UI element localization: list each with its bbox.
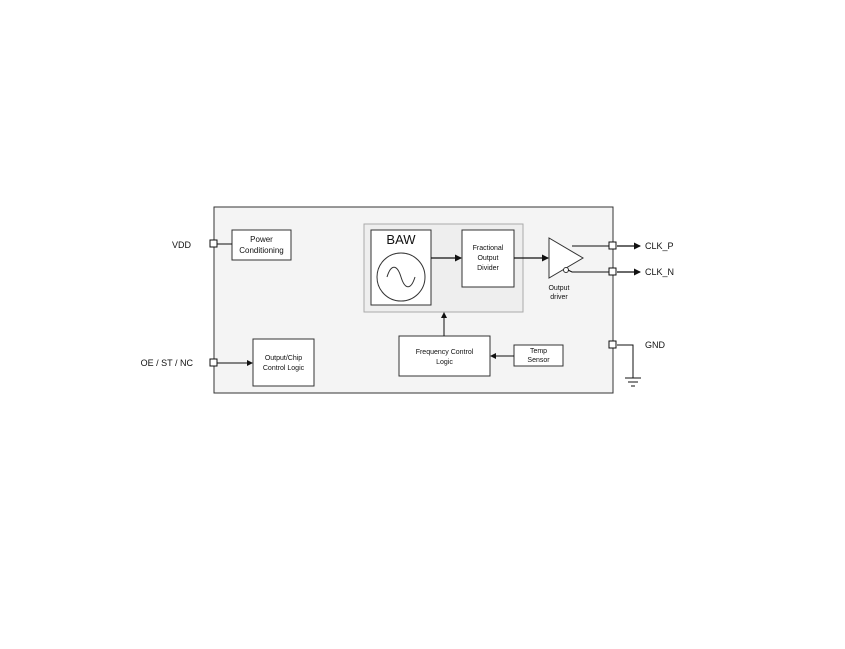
oe-label: OE / ST / NC [141, 358, 194, 368]
gnd-pin [608, 340, 617, 349]
gnd-label: GND [645, 340, 666, 350]
output-control-label-line2: Control Logic [263, 365, 305, 372]
output-driver-label-line1: Output [548, 285, 569, 292]
baw-label: BAW [386, 232, 416, 247]
vdd-pin [209, 239, 218, 248]
temp-label-line1: Temp [530, 348, 547, 355]
freq-control-label-line1: Frequency Control [416, 349, 474, 356]
output-control-label-line1: Output/Chip [265, 355, 302, 362]
baw-block: BAW [370, 229, 432, 306]
temp-sensor-block: Temp Sensor [513, 344, 564, 367]
power-label-line2: Conditioning [239, 246, 283, 255]
oe-pin [209, 358, 218, 367]
divider-label-line1: Fractional [473, 245, 504, 252]
clk-n-label: CLK_N [645, 267, 674, 277]
frequency-control-block: Frequency Control Logic [398, 335, 491, 377]
output-driver-label-line2: driver [550, 294, 568, 301]
temp-label-line2: Sensor [527, 357, 550, 364]
freq-control-label-line2: Logic [436, 359, 453, 366]
gnd-line [617, 344, 634, 378]
divider-label-line2: Output [477, 255, 498, 262]
vdd-label: VDD [172, 240, 192, 250]
power-label-line1: Power [250, 235, 273, 244]
clk-n-pin [608, 267, 617, 276]
clk-p-pin [608, 241, 617, 250]
output-driver-icon [548, 237, 584, 279]
ground-icon [625, 377, 641, 387]
clk-p-label: CLK_P [645, 241, 674, 251]
clk-n-internal-line [567, 269, 613, 273]
fractional-divider-block: Fractional Output Divider [461, 229, 515, 288]
divider-label-line3: Divider [477, 265, 499, 272]
output-control-block: Output/Chip Control Logic [252, 338, 315, 387]
power-conditioning-block: Power Conditioning [231, 229, 292, 261]
